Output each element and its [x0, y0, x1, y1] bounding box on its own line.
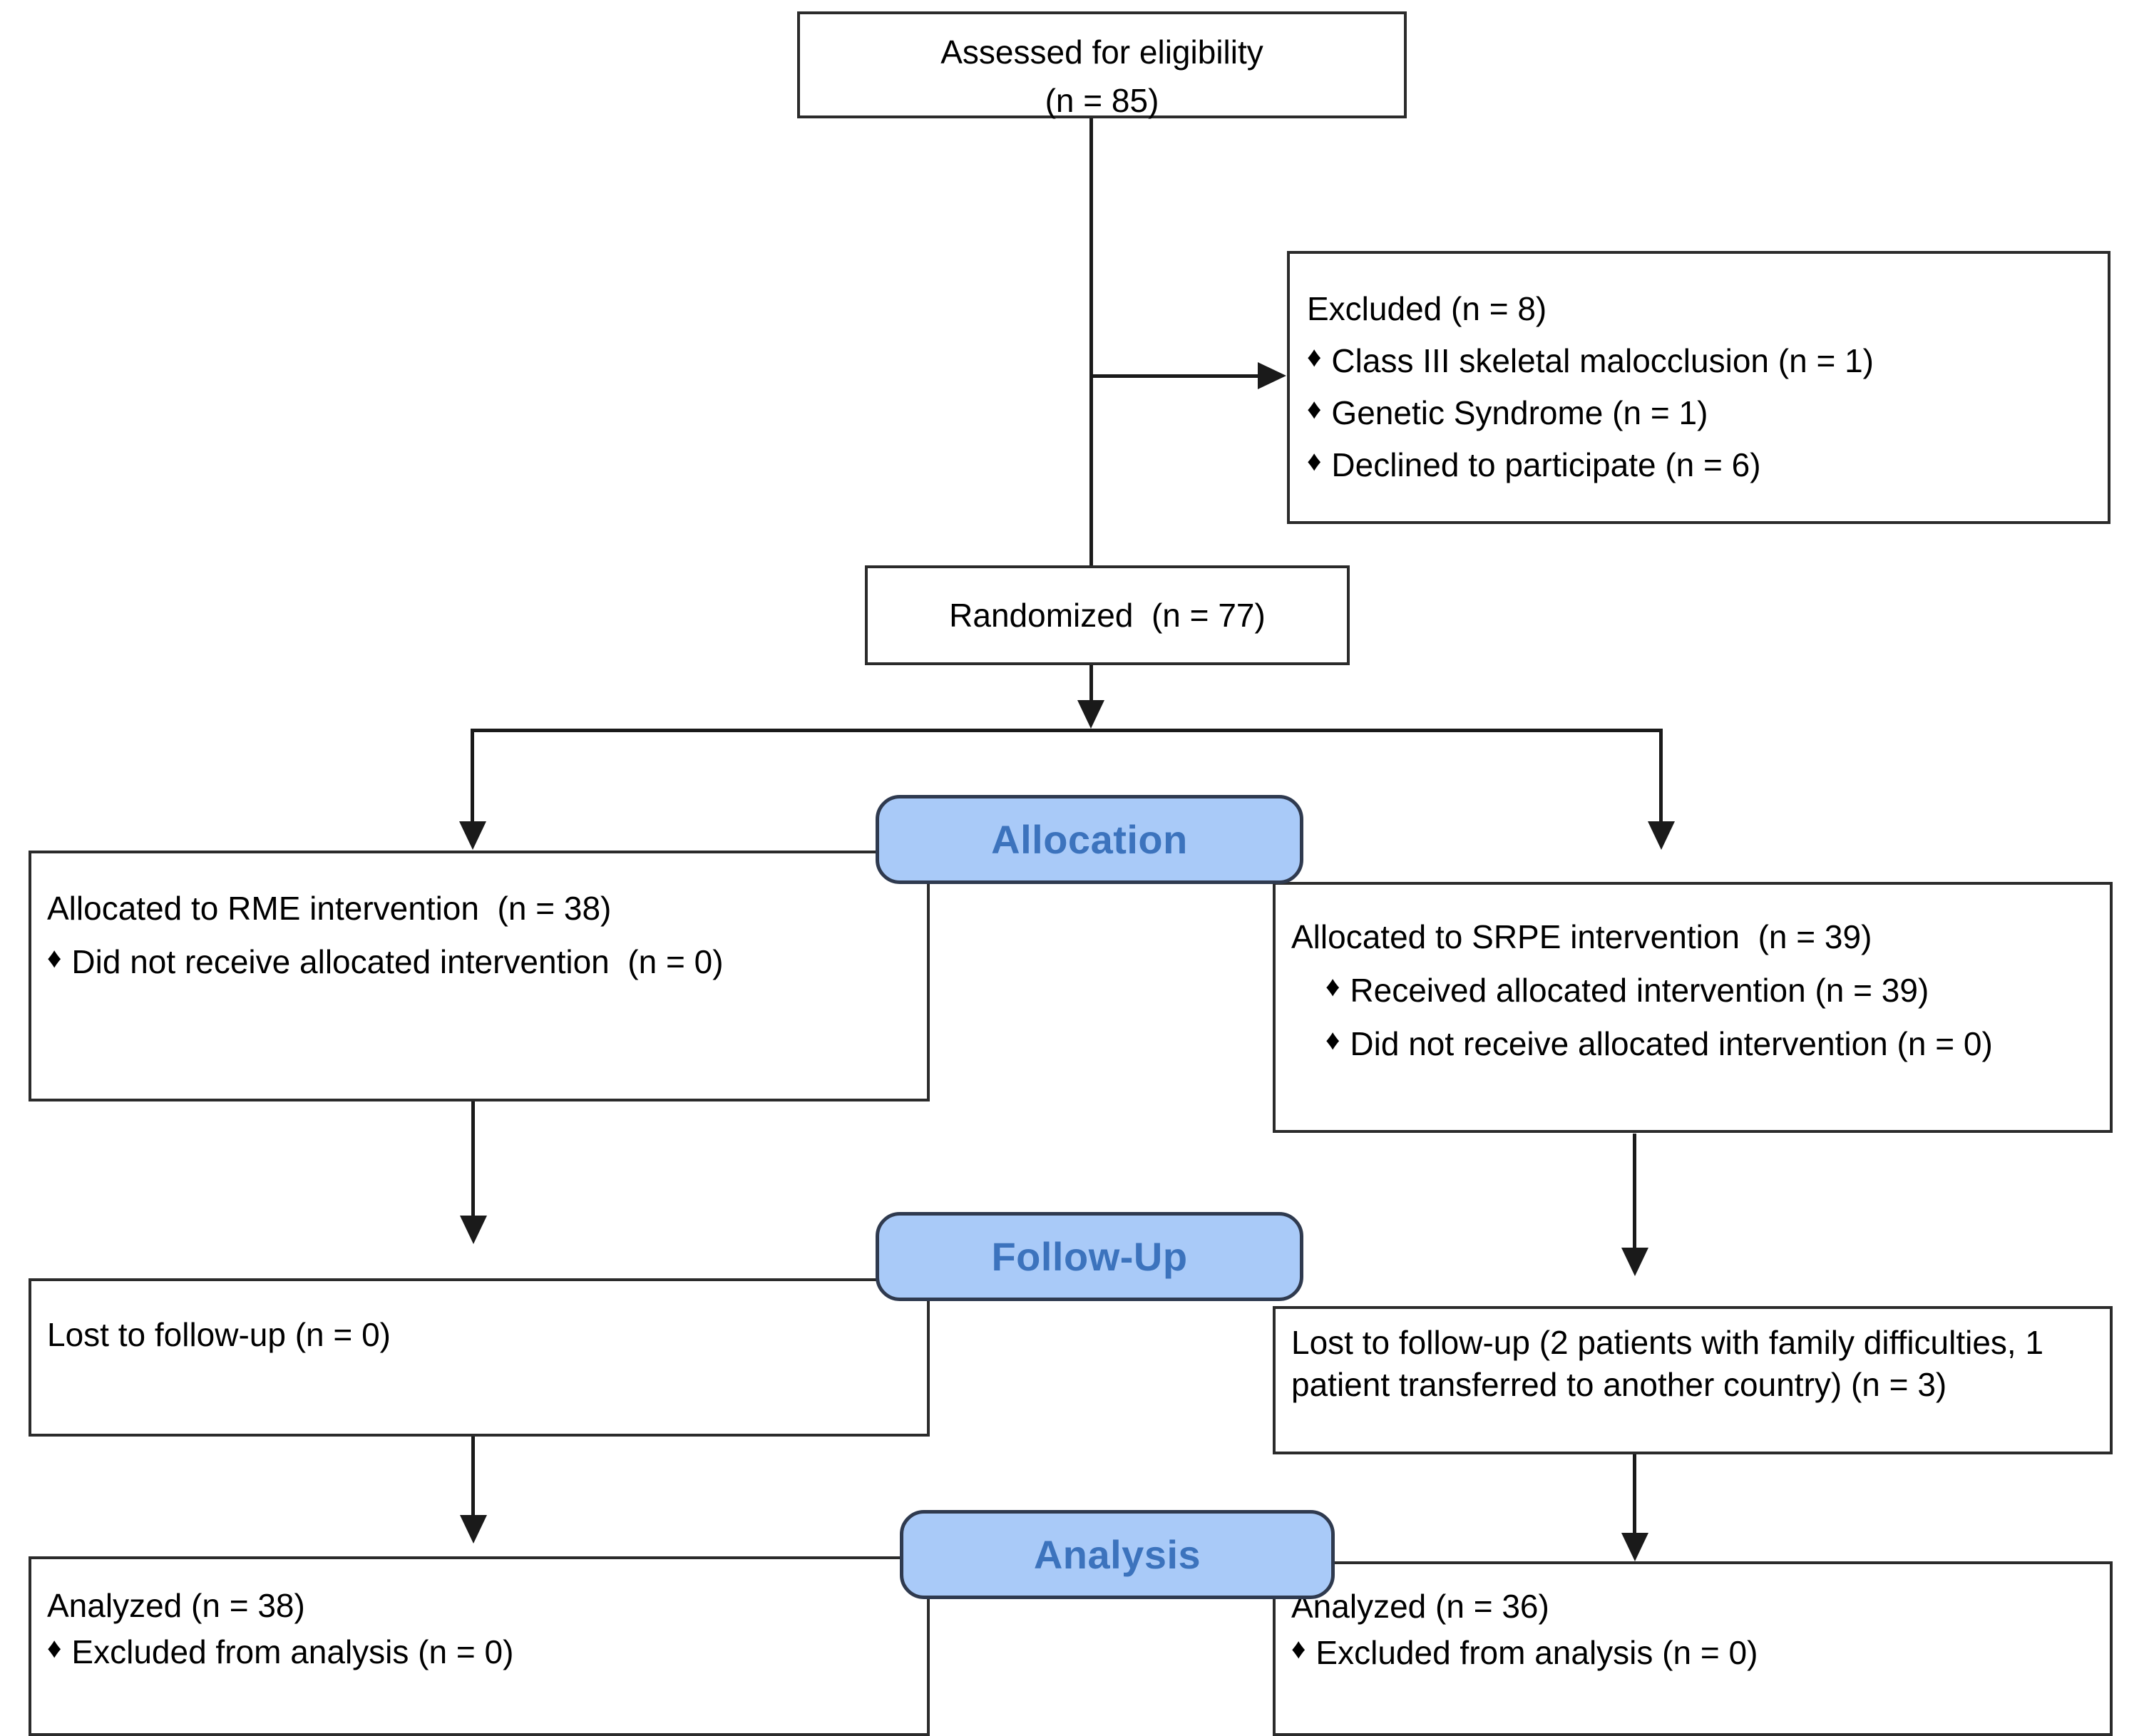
excluded-item-label: Genetic Syndrome (n = 1): [1331, 394, 1708, 431]
allocation-right-item-label: Did not receive allocated intervention (…: [1350, 1024, 1993, 1062]
randomized-label: Randomized (n = 77): [949, 597, 1266, 634]
assessed-line-1: Assessed for eligibility: [940, 34, 1263, 71]
diamond-bullet-icon: ♦: [1291, 1633, 1306, 1665]
allocation-left-heading: Allocated to RME intervention (n = 38): [47, 890, 612, 927]
stage-banner-allocation: Allocation: [876, 795, 1303, 884]
excluded-heading: Excluded (n = 8): [1307, 290, 1547, 327]
allocation-right-item: ♦ Received allocated intervention (n = 3…: [1325, 970, 2098, 1012]
connector-alloc-to-followup-right: [1633, 1134, 1636, 1255]
connector-to-excluded: [1089, 374, 1261, 378]
analysis-left-item-label: Excluded from analysis (n = 0): [71, 1633, 514, 1670]
arrowhead-split-right: [1648, 821, 1675, 850]
allocation-right-item: ♦ Did not receive allocated intervention…: [1325, 1023, 2098, 1065]
allocation-right-heading: Allocated to SRPE intervention (n = 39): [1291, 918, 1872, 955]
stage-label-allocation: Allocation: [991, 817, 1188, 862]
arrowhead-randomized-down: [1077, 700, 1104, 729]
connector-allocation-split-bar: [471, 729, 1663, 732]
diamond-bullet-icon: ♦: [1307, 341, 1322, 373]
arrowhead-alloc-to-followup-right: [1621, 1248, 1648, 1276]
assessed-line-2: (n = 85): [1045, 82, 1159, 119]
stage-banner-analysis: Analysis: [900, 1510, 1335, 1599]
arrowhead-followup-to-analysis-right: [1621, 1533, 1648, 1561]
stage-banner-followup: Follow-Up: [876, 1212, 1303, 1301]
allocation-right-item-label: Received allocated intervention (n = 39): [1350, 971, 1929, 1009]
connector-split-left-down: [471, 729, 474, 828]
box-assessed-for-eligibility: Assessed for eligibility (n = 85): [797, 11, 1407, 119]
box-lost-to-followup-right: Lost to follow-up (2 patients with famil…: [1273, 1306, 2113, 1454]
diamond-bullet-icon: ♦: [1307, 393, 1322, 425]
excluded-item: ♦ Declined to participate (n = 6): [1307, 444, 2093, 486]
diamond-bullet-icon: ♦: [1325, 1024, 1340, 1056]
box-allocated-left: Allocated to RME intervention (n = 38) ♦…: [29, 851, 930, 1101]
box-excluded: Excluded (n = 8) ♦ Class III skeletal ma…: [1287, 251, 2110, 524]
diamond-bullet-icon: ♦: [47, 942, 62, 974]
connector-randomized-down: [1089, 665, 1093, 706]
diamond-bullet-icon: ♦: [1307, 445, 1322, 477]
connector-followup-to-analysis-left: [471, 1437, 475, 1522]
arrowhead-to-excluded: [1258, 362, 1286, 389]
connector-alloc-to-followup-left: [471, 1101, 475, 1223]
analysis-left-item: ♦ Excluded from analysis (n = 0): [47, 1631, 915, 1673]
followup-left-heading: Lost to follow-up (n = 0): [47, 1316, 391, 1353]
allocation-left-item-label: Did not receive allocated intervention (…: [71, 943, 724, 980]
arrowhead-split-left: [459, 821, 486, 850]
arrowhead-followup-to-analysis-left: [460, 1515, 487, 1544]
analysis-right-heading: Analyzed (n = 36): [1291, 1588, 1549, 1625]
excluded-item-label: Class III skeletal malocclusion (n = 1): [1331, 341, 1874, 379]
connector-split-right-down: [1659, 729, 1663, 828]
excluded-item: ♦ Class III skeletal malocclusion (n = 1…: [1307, 340, 2093, 382]
followup-right-heading: Lost to follow-up (2 patients with famil…: [1291, 1324, 2044, 1403]
excluded-item: ♦ Genetic Syndrome (n = 1): [1307, 392, 2093, 434]
analysis-right-item-label: Excluded from analysis (n = 0): [1315, 1633, 1758, 1671]
box-analyzed-right: Analyzed (n = 36) ♦ Excluded from analys…: [1273, 1561, 2113, 1736]
box-allocated-right: Allocated to SRPE intervention (n = 39) …: [1273, 882, 2113, 1133]
diamond-bullet-icon: ♦: [47, 1632, 62, 1664]
stage-label-followup: Follow-Up: [991, 1234, 1188, 1279]
excluded-item-label: Declined to participate (n = 6): [1331, 446, 1761, 483]
box-lost-to-followup-left: Lost to follow-up (n = 0): [29, 1278, 930, 1437]
diamond-bullet-icon: ♦: [1325, 970, 1340, 1002]
connector-assessed-to-randomized: [1089, 116, 1093, 572]
box-analyzed-left: Analyzed (n = 38) ♦ Excluded from analys…: [29, 1556, 930, 1736]
allocation-left-item: ♦ Did not receive allocated intervention…: [47, 941, 915, 983]
analysis-left-heading: Analyzed (n = 38): [47, 1587, 305, 1624]
arrowhead-alloc-to-followup-left: [460, 1216, 487, 1244]
stage-label-analysis: Analysis: [1033, 1532, 1201, 1577]
connector-followup-to-analysis-right: [1633, 1454, 1636, 1540]
analysis-right-item: ♦ Excluded from analysis (n = 0): [1291, 1632, 2098, 1674]
box-randomized: Randomized (n = 77): [865, 565, 1350, 665]
